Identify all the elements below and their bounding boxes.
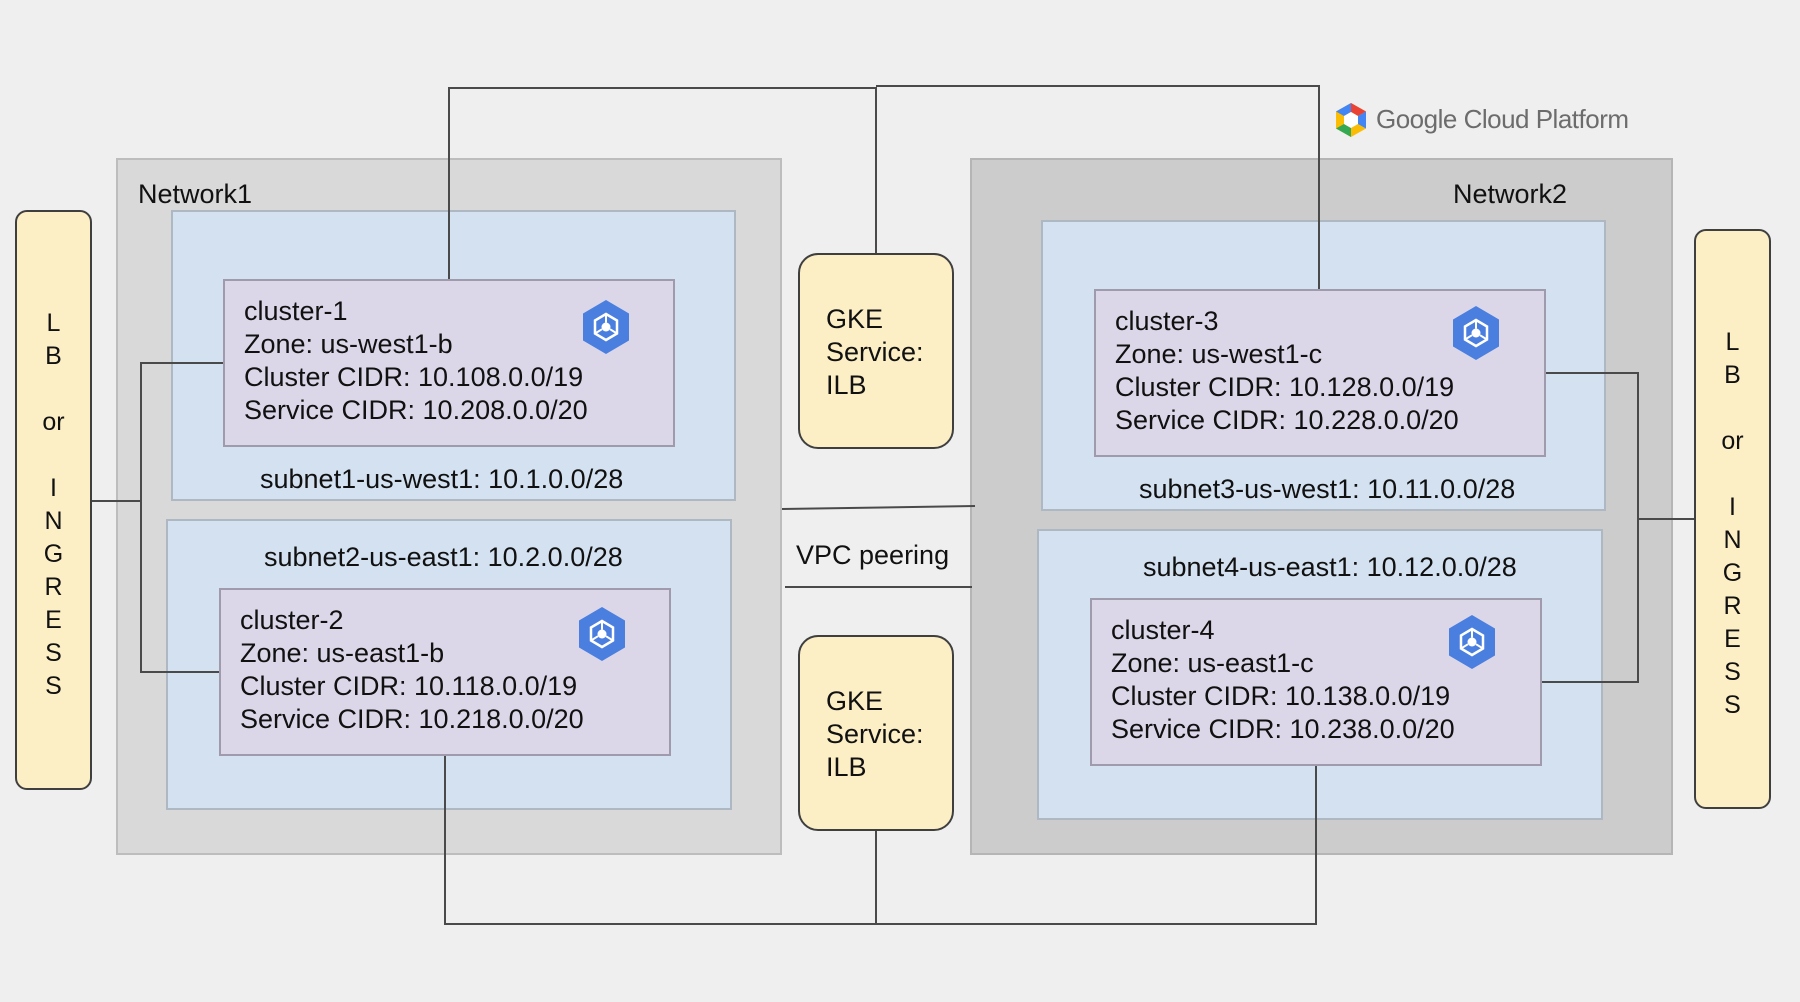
google-cloud-hexagon-icon <box>1336 103 1366 137</box>
kubernetes-engine-icon <box>1449 615 1495 669</box>
cluster-cidr: Cluster CIDR: 10.128.0.0/19 <box>1115 372 1455 402</box>
cluster-4-box: cluster-4 Zone: us-east1-c Cluster CIDR:… <box>1090 598 1542 766</box>
link-right-bracket <box>1542 372 1639 683</box>
gke-service-line3: ILB <box>826 752 867 782</box>
lb-letter: R <box>44 573 63 601</box>
gke-service-ilb-bottom: GKE Service: ILB <box>798 635 954 831</box>
cluster-cidr: Cluster CIDR: 10.108.0.0/19 <box>244 362 584 392</box>
gke-service-line1: GKE <box>826 304 884 334</box>
lb-letter: S <box>1724 691 1741 719</box>
lb-letter: R <box>1723 592 1742 620</box>
link-cluster3-top <box>876 85 1320 289</box>
gke-service-ilb-top: GKE Service: ILB <box>798 253 954 449</box>
lb-letter: G <box>1722 559 1743 587</box>
gke-service-line3: ILB <box>826 370 867 400</box>
gke-service-line1: GKE <box>826 686 884 716</box>
lb-letter: or <box>42 408 65 436</box>
subnet3-label: subnet3-us-west1: 10.11.0.0/28 <box>1139 474 1516 504</box>
vpc-peering-line-top <box>781 505 976 510</box>
cluster-zone: Zone: us-west1-b <box>244 329 453 359</box>
network2-label: Network2 <box>1452 179 1567 209</box>
lb-letter: E <box>45 606 62 634</box>
subnet4-label: subnet4-us-east1: 10.12.0.0/28 <box>1143 552 1517 582</box>
service-cidr: Service CIDR: 10.218.0.0/20 <box>240 704 584 734</box>
logo-text: Google Cloud Platform <box>1376 104 1629 134</box>
cluster-zone: Zone: us-west1-c <box>1115 339 1323 369</box>
kubernetes-engine-icon <box>1453 306 1499 360</box>
cluster-zone: Zone: us-east1-b <box>240 638 445 668</box>
kubernetes-engine-icon <box>583 300 629 354</box>
service-cidr: Service CIDR: 10.208.0.0/20 <box>244 395 588 425</box>
cluster-name: cluster-2 <box>240 605 344 635</box>
lb-letter: I <box>1729 493 1736 521</box>
lb-letter: L <box>1725 328 1740 356</box>
lb-letter: or <box>1721 427 1744 455</box>
cluster-name: cluster-1 <box>244 296 348 326</box>
vpc-peering-label: VPC peering <box>796 540 950 570</box>
cluster-name: cluster-3 <box>1115 306 1219 336</box>
lb-ingress-left: L B or I N G R E S S <box>15 210 92 790</box>
lb-letter: S <box>1724 658 1741 686</box>
cluster-cidr: Cluster CIDR: 10.138.0.0/19 <box>1111 681 1451 711</box>
kubernetes-engine-icon <box>579 607 625 661</box>
subnet2-label: subnet2-us-east1: 10.2.0.0/28 <box>264 542 623 572</box>
link-left-bracket <box>140 362 223 673</box>
service-cidr: Service CIDR: 10.238.0.0/20 <box>1111 714 1455 744</box>
cluster-cidr: Cluster CIDR: 10.118.0.0/19 <box>240 671 578 701</box>
lb-letter: B <box>45 342 62 370</box>
lb-ingress-right: L B or I N G R E S S <box>1694 229 1771 809</box>
cluster-3-box: cluster-3 Zone: us-west1-c Cluster CIDR:… <box>1094 289 1546 457</box>
lb-letter: E <box>1724 625 1741 653</box>
lb-letter: G <box>43 540 64 568</box>
google-cloud-platform-logo: Google Cloud Platform <box>1332 101 1632 139</box>
network1-label: Network1 <box>138 179 253 209</box>
cluster-name: cluster-4 <box>1111 615 1215 645</box>
cluster-2-box: cluster-2 Zone: us-east1-b Cluster CIDR:… <box>219 588 671 756</box>
link-cluster1-top <box>448 87 877 279</box>
gke-service-line2: Service: <box>826 337 924 367</box>
service-cidr: Service CIDR: 10.228.0.0/20 <box>1115 405 1459 435</box>
cluster-1-box: cluster-1 Zone: us-west1-b Cluster CIDR:… <box>223 279 675 447</box>
lb-letter: I <box>50 474 57 502</box>
lb-letter: B <box>1724 361 1741 389</box>
lb-letter: N <box>1723 526 1742 554</box>
cluster-zone: Zone: us-east1-c <box>1111 648 1314 678</box>
lb-letter: N <box>44 507 63 535</box>
gke-service-line2: Service: <box>826 719 924 749</box>
lb-letter: S <box>45 672 62 700</box>
link-cluster2-bottom <box>444 756 1317 925</box>
subnet1-label: subnet1-us-west1: 10.1.0.0/28 <box>260 464 624 494</box>
lb-letter: L <box>46 309 61 337</box>
lb-letter: S <box>45 639 62 667</box>
